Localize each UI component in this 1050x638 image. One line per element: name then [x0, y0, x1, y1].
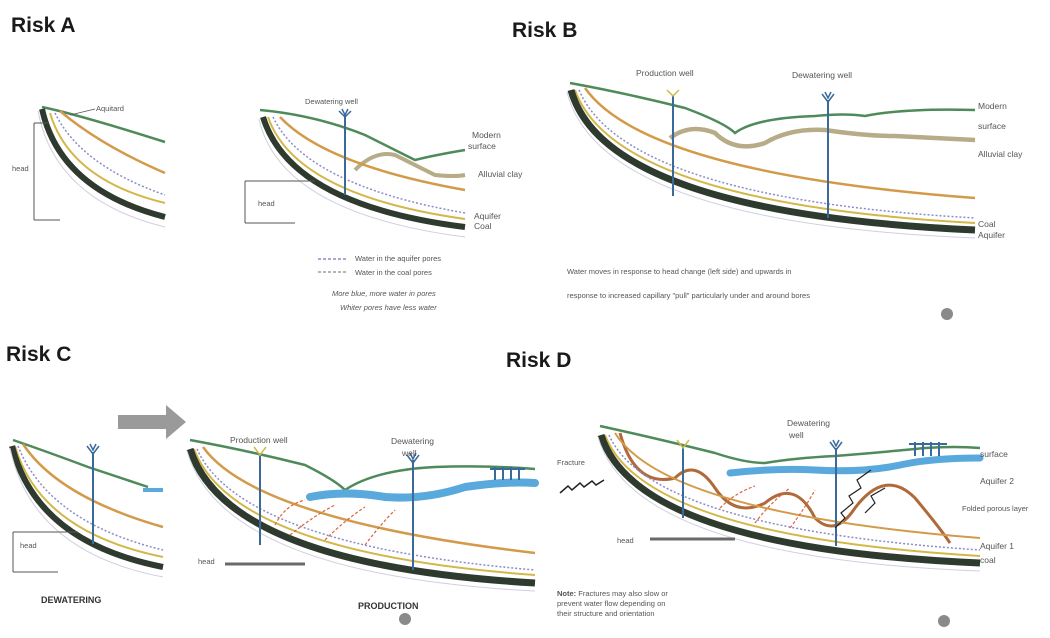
risk-c-head-left-label: head: [20, 541, 37, 550]
risk-a-diagram-left: [33, 105, 166, 228]
legend-aquifer-dash: [318, 258, 348, 260]
legend-note-2: Whiter pores have less water: [340, 303, 437, 312]
risk-b-dewatering-well-label: Dewatering well: [792, 70, 852, 80]
risk-b-diagram: [566, 81, 976, 239]
risk-b-coal-label: Coal: [978, 219, 996, 229]
risk-c-diagram-left: [9, 438, 164, 578]
risk-a-alluvial-clay-label: Alluvial clay: [478, 169, 523, 179]
risk-d-fracture-symbol: [559, 479, 605, 494]
risk-a-modern-surface-label-1: Modern: [472, 130, 501, 140]
risk-a-aquifer-label: Aquifer: [474, 211, 501, 221]
risk-d-note-label: Note:: [557, 589, 577, 598]
risk-d-aquifer-1-label: Aquifer 1: [980, 541, 1015, 551]
risk-a-dewatering-well-label: Dewatering well: [305, 97, 358, 106]
risk-c-logo: [399, 613, 411, 625]
risk-a-diagram-right: [244, 108, 466, 238]
risk-d-note-1: Fractures may also slow or: [578, 589, 668, 598]
aquitard-label: Aquitard: [96, 104, 124, 113]
risk-a-head-label: head: [258, 199, 275, 208]
risk-c-production-well-label: Production well: [230, 435, 288, 445]
risk-b-alluvial-clay-label: Alluvial clay: [978, 149, 1023, 159]
risk-d-title: Risk D: [506, 349, 572, 372]
risk-d-diagram: [597, 424, 984, 572]
legend-coal-dash: [318, 271, 348, 273]
risk-d-aquifer-2-label: Aquifer 2: [980, 476, 1015, 486]
risk-d-note-3: their structure and orientation: [557, 609, 655, 618]
risk-a-title: Risk A: [11, 14, 76, 37]
risk-c-title: Risk C: [6, 343, 72, 366]
risk-d-dewatering-well-label-2: well: [789, 430, 804, 440]
legend-aquifer-pores: Water in the aquifer pores: [355, 254, 442, 263]
risk-d-note-2: prevent water flow depending on: [557, 599, 666, 608]
risk-d-surface-label: surface: [980, 449, 1008, 459]
dewatering-label: DEWATERING: [41, 595, 102, 605]
risk-b-caption-2: response to increased capillary "pull" p…: [567, 291, 810, 300]
fracture-label: Fracture: [557, 458, 585, 467]
risk-d-coal-label: coal: [980, 555, 996, 565]
risk-b-production-well-label: Production well: [636, 68, 694, 78]
risk-a-head-left-label: head: [12, 164, 29, 173]
risk-d-note: Note: Fractures may also slow or prevent…: [557, 589, 668, 619]
production-label: PRODUCTION: [358, 601, 419, 611]
risk-c-diagram-right: [186, 438, 539, 592]
risk-b-logo: [941, 308, 953, 320]
risk-a-modern-surface-label-2: surface: [468, 141, 496, 151]
risk-b-modern-surface-label-2: surface: [978, 121, 1006, 131]
risk-c-arrow: [118, 405, 186, 439]
risk-d-logo: [938, 615, 950, 627]
risk-c-dewatering-well-label-1: Dewatering: [391, 436, 434, 446]
risk-b-aquifer-label: Aquifer: [978, 230, 1005, 240]
risk-b-caption-1: Water moves in response to head change (…: [567, 267, 792, 276]
risk-c-dewatering-well-label-2: well: [402, 448, 417, 458]
risk-c-head-label: head: [198, 557, 215, 566]
folded-porous-layer-label: Folded porous layer: [962, 504, 1029, 513]
legend-note-1: More blue, more water in pores: [332, 289, 436, 298]
risk-d-head-label: head: [617, 536, 634, 545]
risk-b-title: Risk B: [512, 19, 578, 42]
legend-coal-pores: Water in the coal pores: [355, 268, 432, 277]
risk-d-dewatering-well-label-1: Dewatering: [787, 418, 830, 428]
risk-a-coal-label: Coal: [474, 221, 492, 231]
risk-b-modern-surface-label-1: Modern: [978, 101, 1007, 111]
